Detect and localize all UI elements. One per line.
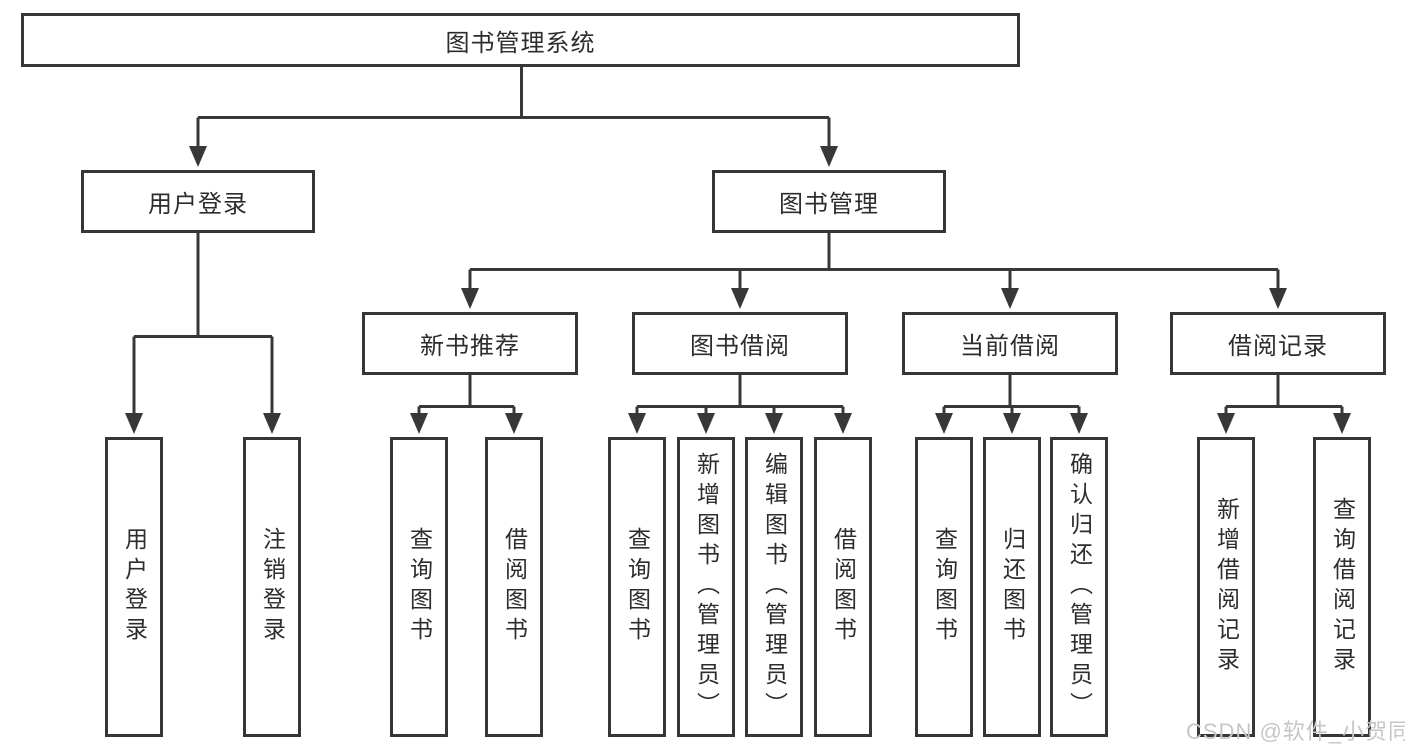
watermark-text: CSDN @软件_小贺同学 [1186, 719, 1405, 744]
leaf-nb-query-books: 查询图书 [390, 437, 448, 737]
leaf-cb-query-books: 查询图书 [915, 437, 973, 737]
node-borrow-records: 借阅记录 [1170, 312, 1386, 375]
node-book-management: 图书管理 [712, 170, 946, 233]
leaf-bb-add-books-admin: 新增图书（管理员） [677, 437, 735, 737]
connector-trunk-lines [134, 67, 1342, 408]
leaf-bb-query-books: 查询图书 [608, 437, 666, 737]
leaf-cb-confirm-return-admin: 确认归还（管理员） [1050, 437, 1108, 737]
leaf-nb-borrow-books: 借阅图书 [485, 437, 543, 737]
node-user-login: 用户登录 [81, 170, 315, 233]
leaf-br-add-record: 新增借阅记录 [1197, 437, 1255, 737]
node-root-system: 图书管理系统 [21, 13, 1020, 67]
node-new-book-recommend: 新书推荐 [362, 312, 578, 375]
leaf-cb-return-books: 归还图书 [983, 437, 1041, 737]
leaf-br-query-record: 查询借阅记录 [1313, 437, 1371, 737]
node-book-borrowing: 图书借阅 [632, 312, 848, 375]
leaf-user-login: 用户登录 [105, 437, 163, 737]
leaf-logout: 注销登录 [243, 437, 301, 737]
leaf-bb-edit-books-admin: 编辑图书（管理员） [745, 437, 803, 737]
leaf-bb-borrow-books: 借阅图书 [814, 437, 872, 737]
node-current-borrowing: 当前借阅 [902, 312, 1118, 375]
